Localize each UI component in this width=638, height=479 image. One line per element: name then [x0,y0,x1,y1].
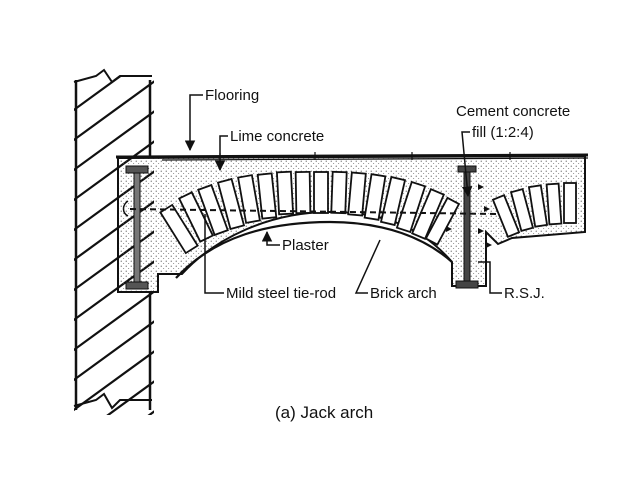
brick-arch-adjacent [491,182,577,238]
brick-arch-label: Brick arch [370,285,437,302]
rsj-left [125,165,149,290]
concrete-fill-marks [446,184,492,248]
tie-rod [122,200,499,217]
rsj-label: R.S.J. [504,285,545,302]
plaster-label: Plaster [282,237,329,254]
figure-caption: (a) Jack arch [275,403,373,422]
leader-lines [184,94,502,294]
cement-concrete-mix-label: fill (1:2:4) [472,124,534,141]
cement-concrete-label: Cement concrete [456,103,570,120]
flooring-label: Flooring [205,87,259,104]
lime-concrete-label: Lime concrete [230,128,324,145]
tie-rod-label: Mild steel tie-rod [226,285,336,302]
rsj-right [455,165,479,289]
plaster-soffit [175,220,453,279]
